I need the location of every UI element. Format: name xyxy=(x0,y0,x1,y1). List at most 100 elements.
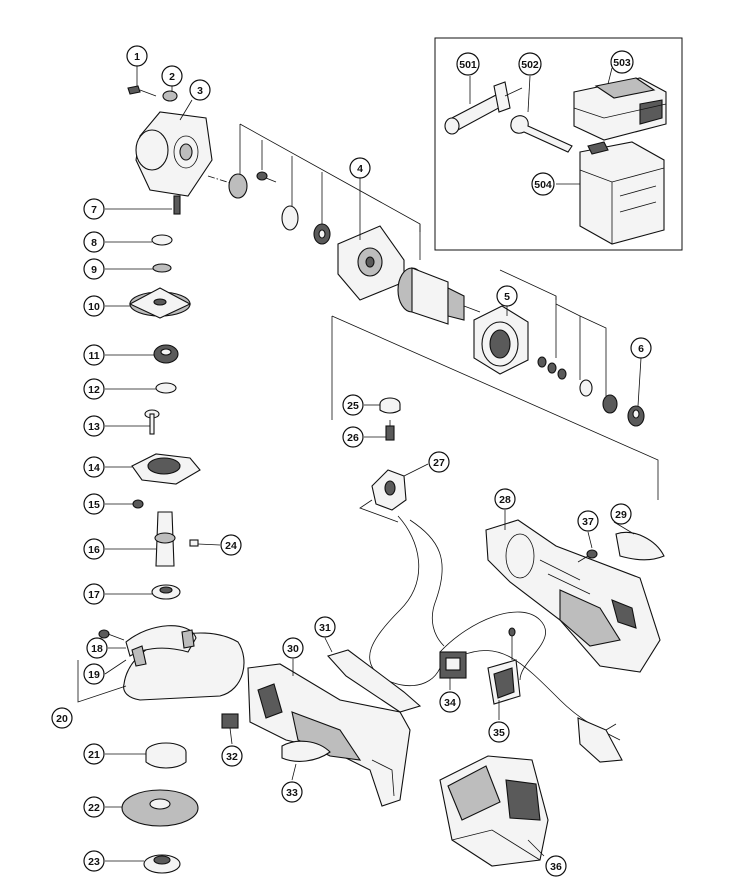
callout-501: 501 xyxy=(456,52,480,76)
accessory-box xyxy=(434,37,683,251)
callout-36: 36 xyxy=(545,855,567,877)
svg-text:503: 503 xyxy=(613,57,631,69)
callout-3: 3 xyxy=(189,79,211,101)
svg-text:31: 31 xyxy=(319,622,331,634)
bearing-plate-4 xyxy=(337,225,405,301)
handle-housing-30 xyxy=(247,663,411,807)
svg-text:20: 20 xyxy=(56,713,68,725)
wheel-guard-20 xyxy=(123,625,245,701)
svg-text:33: 33 xyxy=(286,787,298,799)
callout-34: 34 xyxy=(439,691,461,713)
controller-35 xyxy=(487,627,521,705)
callout-37: 37 xyxy=(577,510,599,532)
callout-23: 23 xyxy=(83,850,105,872)
wheel-nut-23 xyxy=(143,854,181,874)
key-24 xyxy=(189,539,199,547)
wrench xyxy=(510,115,573,153)
callout-28: 28 xyxy=(494,488,516,510)
svg-text:26: 26 xyxy=(347,432,359,444)
charger xyxy=(573,77,667,141)
callout-16: 16 xyxy=(83,538,105,560)
callout-1: 1 xyxy=(126,45,148,67)
side-handle xyxy=(444,81,523,135)
callout-19: 19 xyxy=(83,663,105,685)
svg-text:37: 37 xyxy=(582,516,594,528)
svg-text:27: 27 xyxy=(433,457,445,469)
callout-25: 25 xyxy=(342,394,364,416)
svg-text:17: 17 xyxy=(88,589,100,601)
wheel-washer-17 xyxy=(151,584,181,600)
svg-text:29: 29 xyxy=(615,509,627,521)
svg-text:504: 504 xyxy=(534,179,552,191)
svg-text:7: 7 xyxy=(91,204,97,216)
housing-28 xyxy=(485,519,661,673)
callout-29: 29 xyxy=(610,503,632,525)
callout-7: 7 xyxy=(83,198,105,220)
svg-text:21: 21 xyxy=(88,749,100,761)
callout-504: 504 xyxy=(531,172,555,196)
spindle-16 xyxy=(154,511,176,567)
svg-text:19: 19 xyxy=(88,669,100,681)
svg-text:4: 4 xyxy=(357,163,363,175)
callout-31: 31 xyxy=(314,616,336,638)
svg-text:14: 14 xyxy=(88,462,100,474)
callout-6: 6 xyxy=(630,337,652,359)
svg-text:9: 9 xyxy=(91,264,97,276)
callout-26: 26 xyxy=(342,426,364,448)
svg-text:23: 23 xyxy=(88,856,100,868)
bearing-motor-front xyxy=(313,223,331,245)
callout-33: 33 xyxy=(281,781,303,803)
callout-503: 503 xyxy=(610,50,634,74)
ring-12 xyxy=(155,382,177,394)
callout-502: 502 xyxy=(518,52,542,76)
bearing-11 xyxy=(153,344,179,364)
callout-9: 9 xyxy=(83,258,105,280)
switch-lever-31 xyxy=(327,649,422,713)
screw-13 xyxy=(144,409,160,435)
callout-21: 21 xyxy=(83,743,105,765)
screw-37 xyxy=(577,549,598,563)
armature xyxy=(397,267,481,325)
svg-text:5: 5 xyxy=(504,291,510,303)
ring-motor xyxy=(281,205,299,231)
svg-text:32: 32 xyxy=(226,751,238,763)
svg-text:11: 11 xyxy=(88,350,99,362)
svg-text:36: 36 xyxy=(550,861,562,873)
svg-text:24: 24 xyxy=(225,540,237,552)
callout-20: 20 xyxy=(51,707,73,729)
callout-leaders xyxy=(77,66,642,862)
svg-text:15: 15 xyxy=(88,499,100,511)
terminal-block xyxy=(577,717,623,763)
pinion-gear xyxy=(228,173,248,199)
callout-18: 18 xyxy=(86,637,108,659)
callout-17: 17 xyxy=(83,583,105,605)
wire-2 xyxy=(409,519,445,647)
callout-2: 2 xyxy=(161,65,183,87)
brush-cap-25 xyxy=(379,397,401,414)
svg-text:10: 10 xyxy=(88,301,100,313)
svg-text:30: 30 xyxy=(287,643,299,655)
pin-7 xyxy=(173,195,181,215)
bearing-cover-14 xyxy=(131,453,201,485)
brush-holder-27 xyxy=(359,469,407,523)
callout-11: 11 xyxy=(83,344,105,366)
svg-text:8: 8 xyxy=(91,237,97,249)
stator-5 xyxy=(473,305,529,375)
flange-21 xyxy=(145,742,187,769)
svg-text:501: 501 xyxy=(459,59,477,71)
callout-15: 15 xyxy=(83,493,105,515)
callout-27: 27 xyxy=(428,451,450,473)
svg-text:3: 3 xyxy=(197,85,203,97)
battery-36 xyxy=(439,755,549,867)
screw-small xyxy=(256,171,277,183)
callout-24: 24 xyxy=(220,534,242,556)
callout-13: 13 xyxy=(83,415,105,437)
gear-cover-3 xyxy=(135,111,213,197)
callout-32: 32 xyxy=(221,745,243,767)
svg-text:6: 6 xyxy=(638,343,644,355)
callout-14: 14 xyxy=(83,456,105,478)
wire-3 xyxy=(439,611,546,681)
svg-text:18: 18 xyxy=(91,643,103,655)
bevel-gear-10 xyxy=(128,287,192,319)
